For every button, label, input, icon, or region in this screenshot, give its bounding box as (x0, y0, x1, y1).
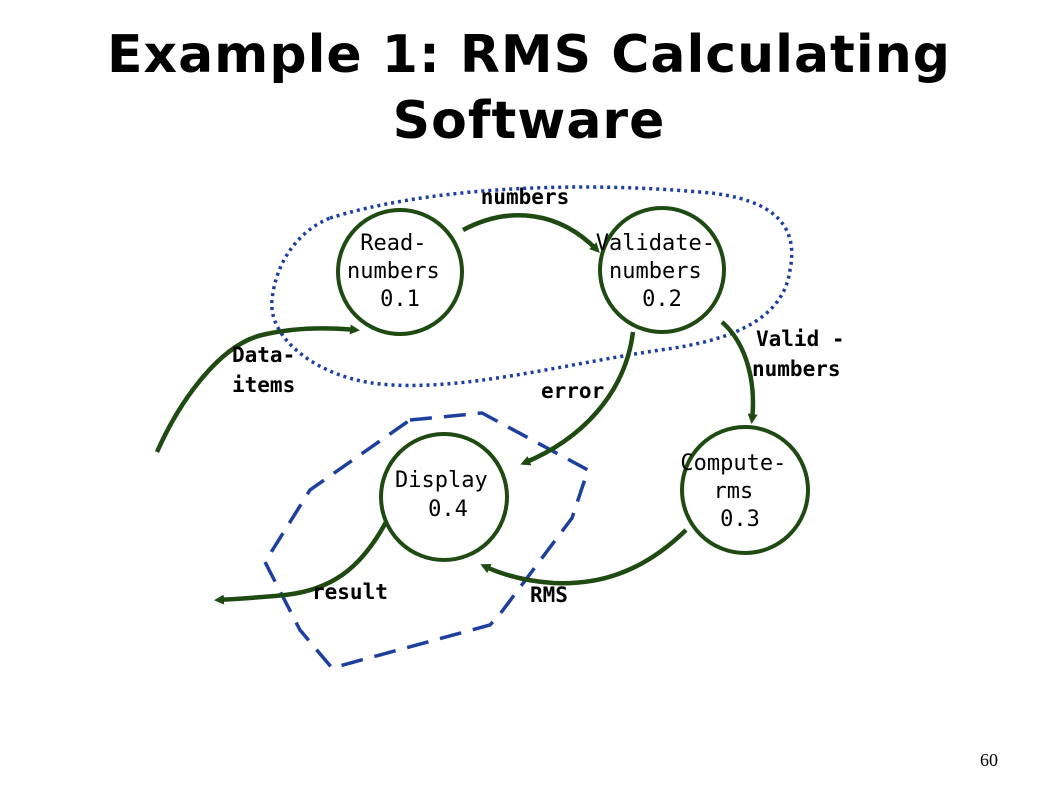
process-compute-rms-line-2: rms (714, 479, 754, 504)
flow-result (214, 520, 388, 605)
process-compute-rms-label: Compute- rms 0.3 (680, 451, 799, 532)
dotted-boundary (270, 185, 794, 388)
flow-data-items (154, 324, 360, 453)
flow-data-items-line-1: Data- (232, 343, 295, 367)
process-display-id: 0.4 (428, 497, 468, 522)
process-compute-rms (680, 425, 810, 555)
flow-valid-numbers-line-2: numbers (752, 357, 841, 381)
slide-title-line-1: Example 1: RMS Calculating (107, 25, 951, 85)
process-display-label: Display 0.4 (395, 468, 501, 522)
process-validate-numbers-id: 0.2 (642, 287, 682, 312)
process-validate-numbers-line-1: Validate- (596, 231, 715, 256)
process-read-numbers-line-2: numbers (347, 259, 440, 284)
flow-valid-numbers (720, 320, 758, 424)
flow-data-items-line-2: items (232, 373, 295, 397)
flow-result-label: result (312, 580, 388, 604)
flow-data-items-label: Data- items (232, 343, 308, 397)
flow-numbers-label: numbers (481, 185, 570, 209)
flow-rms-label: RMS (530, 583, 568, 607)
process-read-numbers (336, 208, 464, 336)
flow-valid-numbers-label: Valid - numbers (752, 327, 857, 381)
process-display-line-1: Display (395, 468, 488, 493)
process-read-numbers-id: 0.1 (380, 287, 420, 312)
page-number: 60 (980, 750, 998, 770)
flow-error-label: error (541, 379, 604, 403)
process-display (379, 432, 509, 562)
slide-title: Example 1: RMS Calculating Software (0, 22, 1058, 154)
flow-rms (480, 528, 688, 586)
process-read-numbers-line-1: Read- (360, 231, 426, 256)
process-read-numbers-label: Read- numbers 0.1 (347, 231, 453, 312)
process-validate-numbers-label: Validate- numbers 0.2 (596, 231, 728, 312)
process-validate-numbers-line-2: numbers (609, 259, 702, 284)
flow-error (520, 331, 636, 466)
process-compute-rms-id: 0.3 (720, 507, 760, 532)
slide-title-line-2: Software (392, 91, 666, 151)
flow-valid-numbers-line-1: Valid - (756, 327, 845, 351)
flow-numbers (461, 213, 600, 253)
process-compute-rms-line-1: Compute- (680, 451, 786, 476)
process-validate-numbers (598, 206, 726, 334)
